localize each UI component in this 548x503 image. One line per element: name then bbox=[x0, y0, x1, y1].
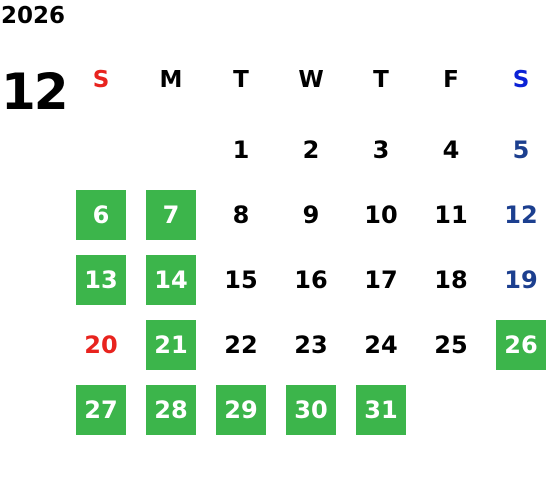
day-cell bbox=[496, 385, 546, 435]
day-cell: 26 bbox=[496, 320, 546, 370]
day-cell: 27 bbox=[76, 385, 126, 435]
day-cell: 10 bbox=[364, 201, 398, 229]
day-cell bbox=[426, 385, 476, 435]
day-cell: 11 bbox=[434, 201, 468, 229]
month-label: 12 bbox=[1, 63, 69, 121]
day-cell: 20 bbox=[84, 331, 118, 359]
day-cell: 23 bbox=[294, 331, 328, 359]
weekday-fri: F bbox=[443, 66, 459, 93]
day-cell: 6 bbox=[76, 190, 126, 240]
weekday-sat: S bbox=[512, 66, 530, 93]
day-cell: 30 bbox=[286, 385, 336, 435]
day-cell: 28 bbox=[146, 385, 196, 435]
day-cell: 8 bbox=[232, 201, 250, 229]
day-cell: 31 bbox=[356, 385, 406, 435]
weekday-tue: T bbox=[233, 66, 249, 93]
day-cell: 2 bbox=[302, 136, 320, 164]
day-cell: 22 bbox=[224, 331, 258, 359]
day-cell bbox=[76, 125, 126, 175]
weekday-mon: M bbox=[159, 66, 183, 93]
day-cell: 17 bbox=[364, 266, 398, 294]
day-cell: 15 bbox=[224, 266, 258, 294]
day-cell: 19 bbox=[504, 266, 538, 294]
day-cell: 9 bbox=[302, 201, 320, 229]
day-cell: 4 bbox=[442, 136, 460, 164]
day-cell bbox=[146, 125, 196, 175]
day-cell: 12 bbox=[504, 201, 538, 229]
day-cell: 16 bbox=[294, 266, 328, 294]
day-cell: 5 bbox=[512, 136, 530, 164]
day-cell: 3 bbox=[372, 136, 390, 164]
weekday-thu: T bbox=[373, 66, 389, 93]
day-cell: 25 bbox=[434, 331, 468, 359]
day-cell: 24 bbox=[364, 331, 398, 359]
weekday-wed: W bbox=[298, 66, 324, 93]
day-cell: 18 bbox=[434, 266, 468, 294]
day-cell: 7 bbox=[146, 190, 196, 240]
day-cell: 14 bbox=[146, 255, 196, 305]
weekday-sun: S bbox=[92, 66, 110, 93]
year-label: 2026 bbox=[1, 3, 66, 29]
day-cell: 29 bbox=[216, 385, 266, 435]
day-cell: 13 bbox=[76, 255, 126, 305]
day-cell: 1 bbox=[232, 136, 250, 164]
day-cell: 21 bbox=[146, 320, 196, 370]
